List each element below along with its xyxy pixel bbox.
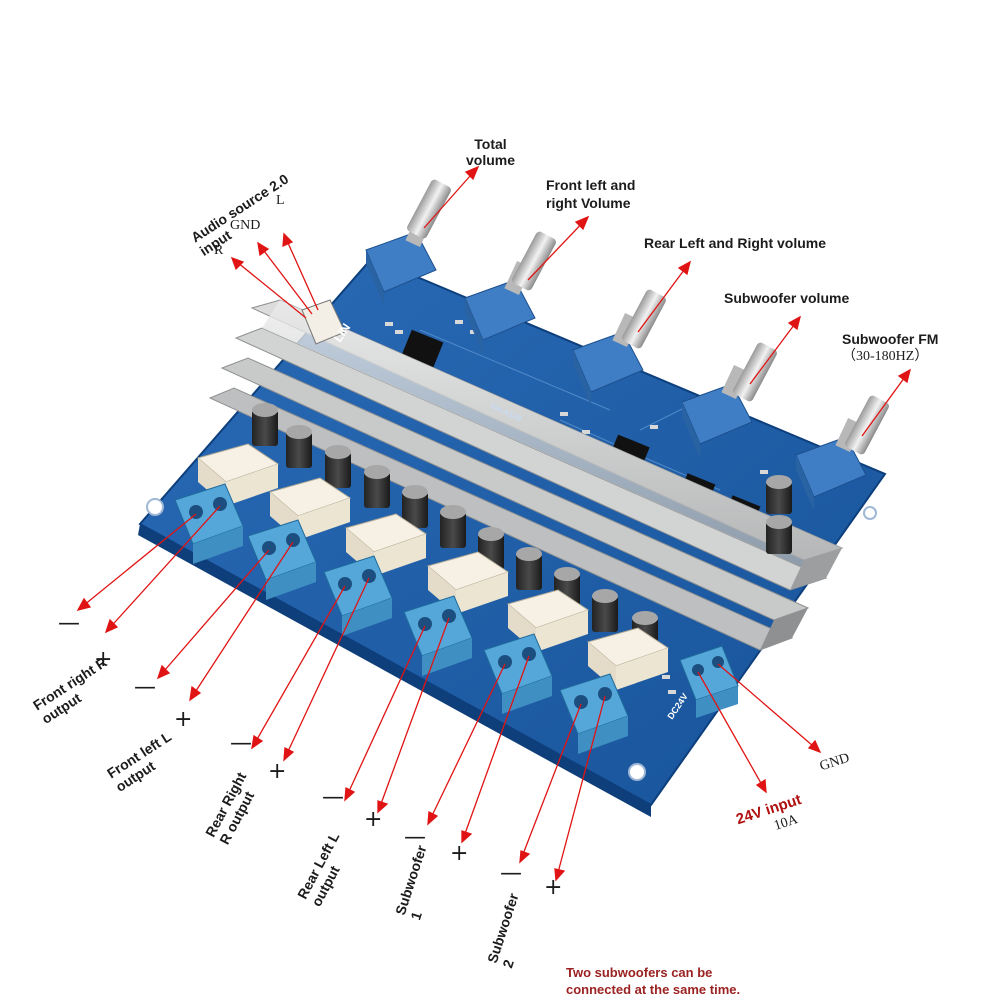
- sign-subwoofer-2-plus: +: [544, 875, 563, 900]
- potentiometer-subwoofer-volume: [681, 342, 777, 458]
- heatsink: [208, 299, 844, 651]
- potentiometer-front-volume: [464, 231, 556, 354]
- label-front-volume: Front left and right Volume: [546, 177, 636, 211]
- sign-rear-right-minus: —: [230, 731, 252, 756]
- sign-front-right-minus: —: [58, 611, 80, 636]
- sign-rear-left-plus: +: [364, 807, 383, 832]
- sign-front-left-minus: —: [134, 675, 156, 700]
- label-pin-l: L: [276, 193, 285, 208]
- sign-subwoofer-2-minus: —: [500, 861, 522, 886]
- potentiometers: [365, 179, 889, 511]
- output-terminals: [174, 483, 739, 754]
- sign-subwoofer-1-minus: —: [404, 825, 426, 850]
- sign-rear-left-minus: —: [322, 785, 344, 810]
- terminal-rear-right: [323, 555, 393, 636]
- sign-rear-right-plus: +: [268, 759, 287, 784]
- potentiometer-rear-volume: [572, 289, 666, 406]
- label-total-volume: Total volume: [466, 136, 516, 168]
- footnote: Two subwoofers can be connected at the s…: [566, 965, 741, 997]
- label-subwoofer-fm: Subwoofer FM （30-180HZ）: [842, 331, 939, 364]
- annotation-arrows: [76, 165, 911, 882]
- terminal-subwoofer-1: [483, 633, 553, 714]
- label-pin-gnd: GND: [230, 218, 261, 233]
- sign-front-left-plus: +: [174, 707, 193, 732]
- terminal-front-left: [247, 519, 317, 600]
- sign-subwoofer-1-plus: +: [450, 841, 469, 866]
- terminal-power-input: [679, 645, 739, 718]
- terminal-front-right: [174, 483, 244, 564]
- label-rear-volume: Rear Left and Right volume: [644, 235, 827, 251]
- terminal-subwoofer-2: [559, 673, 629, 754]
- label-pin-r: R: [214, 243, 224, 258]
- terminal-rear-left: [403, 595, 473, 676]
- label-subwoofer-volume: Subwoofer volume: [724, 290, 850, 306]
- sign-front-right-plus: +: [94, 647, 113, 672]
- potentiometer-subwoofer-fm: [795, 395, 889, 511]
- potentiometer-total-volume: [365, 179, 451, 306]
- input-connector: [301, 299, 346, 345]
